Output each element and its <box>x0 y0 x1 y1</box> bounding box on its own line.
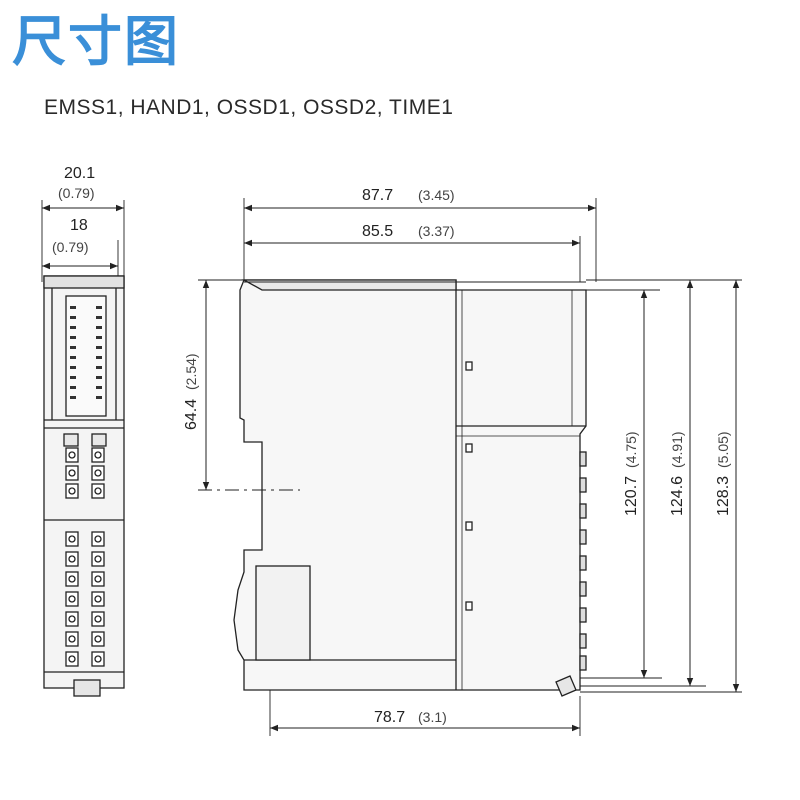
label-height-mid: 124.6 (4.91) <box>669 431 686 516</box>
model-list: EMSS1, HAND1, OSSD1, OSSD2, TIME1 <box>44 96 454 119</box>
label-side-depth-total: 87.7 (3.45) <box>362 187 455 204</box>
dim-front-width-body-inch: (0.79) <box>52 239 89 255</box>
terminal-block-upper <box>63 433 107 499</box>
label-rail-height: 64.4 (2.54) <box>183 353 200 430</box>
label-height-total: 128.3 (5.05) <box>715 431 732 516</box>
dim-side-depth-total-value: 87.7 <box>362 187 393 204</box>
dim-bottom-depth-value: 78.7 <box>374 709 405 726</box>
dim-front-width-body-value: 18 <box>70 217 88 234</box>
dim-side-depth-total-inch: (3.45) <box>418 187 455 203</box>
dim-bottom-depth-inch: (3.1) <box>418 709 447 725</box>
dim-height-mid-inch: (4.91) <box>669 431 685 468</box>
dim-height-body-value: 120.7 <box>623 476 640 516</box>
dim-side-depth-body-inch: (3.37) <box>418 223 455 239</box>
dim-height-body-inch: (4.75) <box>623 431 639 468</box>
label-height-body: 120.7 (4.75) <box>623 431 640 516</box>
label-bottom-depth: 78.7 (3.1) <box>374 709 447 726</box>
label-side-depth-body: 85.5 (3.37) <box>362 223 455 240</box>
dim-front-width-total-inch: (0.79) <box>58 185 95 201</box>
side-terminal-bumps <box>579 451 587 671</box>
dim-rail-height-inch: (2.54) <box>183 353 199 390</box>
dim-height-total-value: 128.3 <box>715 476 732 516</box>
front-view <box>41 200 125 697</box>
dim-rail-height-value: 64.4 <box>183 399 200 430</box>
dim-height-mid-value: 124.6 <box>669 476 686 516</box>
terminal-block-lower <box>65 531 105 667</box>
led-column-right <box>96 306 102 399</box>
dim-side-depth-body-value: 85.5 <box>362 223 393 240</box>
dim-front-width-total-value: 20.1 <box>64 165 95 182</box>
page-title: 尺寸图 <box>12 10 180 73</box>
led-column-left <box>70 306 76 399</box>
dim-height-total-inch: (5.05) <box>715 431 731 468</box>
side-view <box>198 198 742 736</box>
